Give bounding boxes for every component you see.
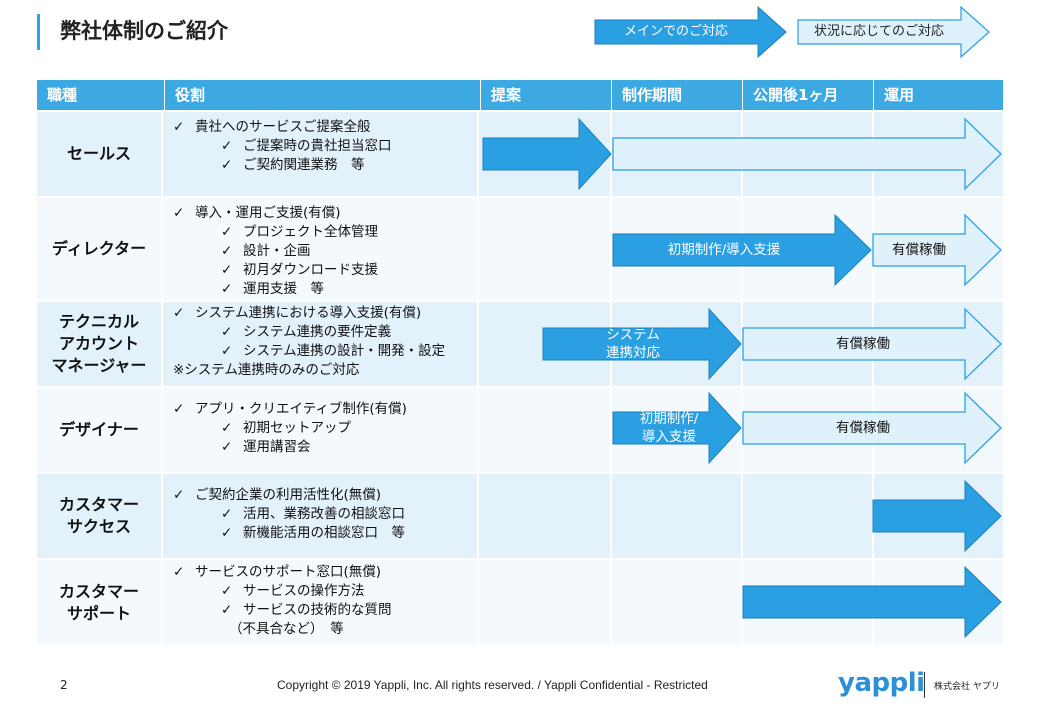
list-item: ✓設計・企画 [221, 243, 311, 259]
role-name: セールス [37, 112, 163, 196]
legend-situational: 状況に応じてのご対応 [797, 5, 991, 59]
role-description: ✓ご契約企業の利用活性化(無償) ✓活用、業務改善の相談窓口 ✓新機能活用の相談… [165, 474, 479, 558]
list-item: ✓ご契約関連業務 等 [221, 157, 365, 173]
check-icon: ✓ [173, 401, 185, 417]
list-item: ✓システム連携の設計・開発・設定 [221, 343, 446, 359]
check-icon: ✓ [221, 324, 233, 340]
list-item: ✓貴社へのサービスご提案全般 [173, 119, 371, 135]
list-item: ✓新機能活用の相談窓口 等 [221, 525, 405, 541]
list-item: ✓サービスの操作方法 [221, 583, 365, 599]
check-icon: ✓ [221, 262, 233, 278]
technical-paid-label: 有償稼働 [836, 336, 890, 352]
list-item: ✓導入・運用ご支援(有償) [173, 205, 341, 221]
list-item: ✓初月ダウンロード支援 [221, 262, 378, 278]
role-description: ✓導入・運用ご支援(有償) ✓プロジェクト全体管理 ✓設計・企画 ✓初月ダウンロ… [165, 198, 479, 300]
check-icon: ✓ [173, 205, 185, 221]
yappli-logo: yappli [838, 668, 925, 698]
success-operation-arrow [872, 479, 1003, 553]
check-icon: ✓ [173, 487, 185, 503]
copyright: Copyright © 2019 Yappli, Inc. All rights… [277, 678, 708, 692]
header-first-month: 公開後1ヶ月 [743, 80, 874, 110]
sales-proposal-arrow [482, 117, 613, 191]
list-item: ✓ご契約企業の利用活性化(無償) [173, 487, 382, 503]
header-job: 職種 [37, 80, 165, 110]
role-name: カスタマー サクセス [37, 474, 163, 558]
support-operation-arrow [742, 565, 1003, 639]
check-icon: ✓ [221, 224, 233, 240]
legend-situational-label: 状況に応じてのご対応 [813, 24, 944, 39]
check-icon: ✓ [221, 583, 233, 599]
list-item: ✓サービスのサポート窓口(無償) [173, 564, 382, 580]
check-icon: ✓ [221, 243, 233, 259]
check-icon: ✓ [221, 420, 233, 436]
role-description: ✓システム連携における導入支援(有償) ✓システム連携の要件定義 ✓システム連携… [165, 302, 479, 386]
director-paid-arrow: 有償稼働 [872, 213, 1003, 287]
check-icon: ✓ [221, 439, 233, 455]
company-name: 株式会社 ヤプリ [934, 682, 1000, 692]
check-icon: ✓ [221, 343, 233, 359]
check-icon: ✓ [221, 138, 233, 154]
technical-paid-arrow: 有償稼働 [742, 307, 1003, 381]
page-title: 弊社体制のご紹介 [60, 19, 228, 43]
list-item: ✓システム連携における導入支援(有償) [173, 305, 422, 321]
technical-integration-arrow: システム 連携対応 [542, 307, 743, 381]
role-name: カスタマー サポート [37, 560, 163, 645]
list-item: ✓プロジェクト全体管理 [221, 224, 378, 240]
role-name: デザイナー [37, 388, 163, 472]
header-role: 役割 [165, 80, 481, 110]
role-description: ✓アプリ・クリエイティブ制作(有償) ✓初期セットアップ ✓運用講習会 [165, 388, 479, 472]
list-item: ✓ご提案時の貴社担当窓口 [221, 138, 392, 154]
check-icon: ✓ [221, 157, 233, 173]
header-operation: 運用 [874, 80, 1003, 110]
legend-main-label: メインでのご対応 [623, 24, 728, 39]
legend-situational-arrow-icon [797, 5, 990, 59]
check-icon: ✓ [173, 305, 185, 321]
legend-main: メインでのご対応 [594, 5, 788, 59]
list-item: ✓サービスの技術的な質問 [221, 602, 392, 618]
list-item: ✓運用講習会 [221, 439, 311, 455]
sales-followup-arrow [612, 117, 1003, 191]
director-initial-arrow: 初期制作/導入支援 [612, 213, 873, 287]
list-item: ✓初期セットアップ [221, 420, 351, 436]
check-icon: ✓ [221, 602, 233, 618]
designer-paid-arrow: 有償稼働 [742, 391, 1003, 465]
legend-main-arrow-icon [594, 5, 787, 59]
check-icon: ✓ [221, 281, 233, 297]
director-initial-label: 初期制作/導入支援 [667, 242, 781, 258]
check-icon: ✓ [173, 119, 185, 135]
role-name: テクニカル アカウント マネージャー [37, 302, 163, 386]
role-description: ✓サービスのサポート窓口(無償) ✓サービスの操作方法 ✓サービスの技術的な質問… [165, 560, 479, 645]
check-icon: ✓ [173, 564, 185, 580]
role-name: ディレクター [37, 198, 163, 300]
logo-divider [924, 672, 925, 698]
designer-initial-label: 初期制作/ 導入支援 [639, 411, 699, 445]
director-paid-label: 有償稼働 [892, 242, 946, 258]
list-note: ※システム連携時のみのご対応 [173, 362, 360, 378]
list-note: （不具合など） 等 [229, 621, 344, 637]
check-icon: ✓ [221, 506, 233, 522]
list-item: ✓アプリ・クリエイティブ制作(有償) [173, 401, 407, 417]
designer-initial-arrow: 初期制作/ 導入支援 [612, 391, 743, 465]
table-row: ディレクター ✓導入・運用ご支援(有償) ✓プロジェクト全体管理 ✓設計・企画 … [37, 198, 1003, 300]
list-item: ✓活用、業務改善の相談窓口 [221, 506, 405, 522]
table-row: カスタマー サクセス ✓ご契約企業の利用活性化(無償) ✓活用、業務改善の相談窓… [37, 474, 1003, 558]
header-proposal: 提案 [481, 80, 612, 110]
title-accent-bar [37, 14, 40, 50]
list-item: ✓システム連携の要件定義 [221, 324, 392, 340]
header-production: 制作期間 [612, 80, 743, 110]
page-number: 2 [60, 678, 68, 692]
role-table: 職種 役割 提案 制作期間 公開後1ヶ月 運用 セールス ✓貴社へのサービスご提… [37, 80, 1003, 645]
technical-integration-label: システム 連携対応 [606, 327, 660, 361]
list-item: ✓運用支援 等 [221, 281, 324, 297]
check-icon: ✓ [221, 525, 233, 541]
designer-paid-label: 有償稼働 [836, 420, 890, 436]
role-description: ✓貴社へのサービスご提案全般 ✓ご提案時の貴社担当窓口 ✓ご契約関連業務 等 [165, 112, 479, 196]
